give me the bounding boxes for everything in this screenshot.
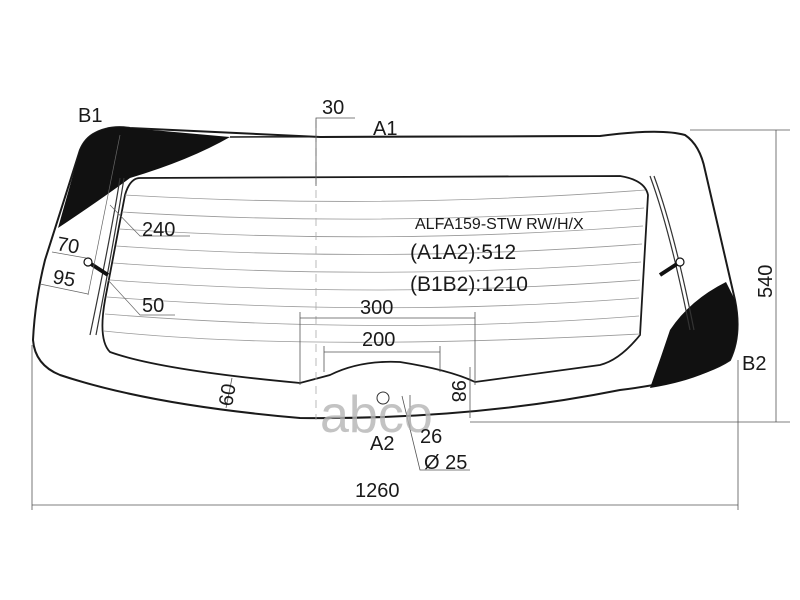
a1a2-length: (A1A2):512: [410, 241, 516, 264]
dim-300: 300: [360, 297, 393, 319]
dim-hole-diameter: Ø 25: [424, 452, 467, 474]
dim-540: 540: [755, 265, 777, 298]
dim-240: 240: [142, 219, 175, 241]
dim-60: 60: [215, 382, 241, 408]
black-print-top-left: [58, 127, 230, 228]
label-a2: A2: [370, 433, 394, 455]
dim-26: 26: [420, 426, 442, 448]
label-b1: B1: [78, 105, 102, 127]
dim-50: 50: [142, 295, 164, 317]
dim-98: 98: [447, 380, 469, 402]
model-code: ALFA159-STW RW/H/X: [415, 216, 584, 233]
black-print-bottom-right: [650, 282, 738, 388]
dim-30: 30: [322, 97, 344, 119]
dim-1260: 1260: [355, 480, 400, 502]
watermark: abco: [320, 386, 433, 444]
dim-70: 70: [55, 233, 81, 259]
wiper-right: [649, 175, 695, 331]
glass-outline: [31, 126, 739, 420]
dim-95: 95: [51, 266, 77, 292]
wiper-left: [83, 177, 125, 336]
dim-200: 200: [362, 329, 395, 351]
heating-lines: [103, 189, 646, 343]
heated-area-outline: [101, 175, 649, 384]
b1b2-length: (B1B2):1210: [410, 273, 528, 296]
label-b2: B2: [742, 353, 766, 375]
label-a1: A1: [373, 118, 397, 140]
